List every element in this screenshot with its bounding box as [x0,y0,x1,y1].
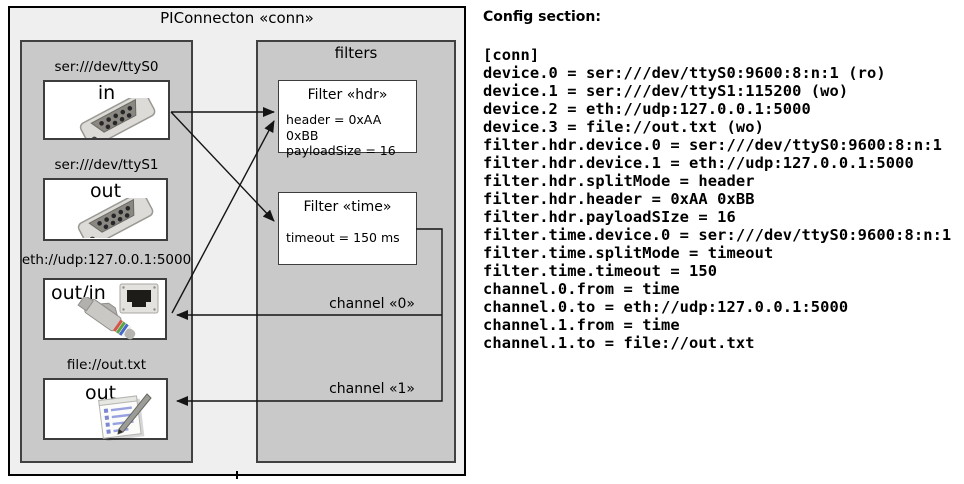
config-line: channel.1.from = time [483,316,680,334]
config-line: channel.0.from = time [483,280,680,298]
config-section: Config section: [conn] device.0 = ser://… [483,9,961,352]
port-label: in [97,82,116,104]
config-line: channel.0.to = eth://udp:127.0.0.1:5000 [483,298,849,316]
port-label: out [85,382,117,404]
config-line: filter.hdr.payloadSIze = 16 [483,208,736,226]
config-line: filter.hdr.device.1 = eth://udp:127.0.0.… [483,154,914,172]
diagram-title: PIConnecton «conn» [160,9,314,27]
ethernet-plug-icon [77,297,136,340]
config-line: filter.time.splitMode = timeout [483,244,774,262]
config-line: device.2 = eth://udp:127.0.0.1:5000 [483,100,811,118]
filter-title: Filter «time» [303,199,392,215]
config-line: [conn] [483,46,540,64]
port-label: out/in [51,282,106,304]
device-label-eth: eth://udp:127.0.0.1:5000 [21,252,192,268]
config-line: filter.hdr.header = 0xAA 0xBB [483,190,755,208]
filter-property: payloadSize = 16 [286,143,396,158]
config-line: channel.1.to = file://out.txt [483,334,755,352]
filter-title: Filter «hdr» [307,87,388,103]
config-heading: Config section: [483,9,601,25]
device-label-ttys0: ser:///dev/ttyS0 [54,59,159,75]
filter-box-hdr: Filter «hdr» header = 0xAA 0xBB payloadS… [278,80,417,158]
device-box-ttys0: in [43,80,170,140]
port-label: out [89,180,122,202]
filter-property: timeout = 150 ms [286,230,400,245]
device-label-file: file://out.txt [66,357,147,373]
config-line: filter.time.timeout = 150 [483,262,718,280]
serial-connector-icon [77,198,154,238]
config-line: filter.hdr.splitMode = header [483,172,755,190]
serial-connector-icon [79,98,156,138]
filters-group-label: filters [334,44,378,62]
device-box-eth: out/in [43,278,167,340]
channel-1-label: channel «1» [329,381,415,397]
notepad-icon [98,393,152,441]
config-line: filter.time.device.0 = ser:///dev/ttyS0:… [483,226,952,244]
config-line: filter.hdr.device.0 = ser:///dev/ttyS0:9… [483,136,942,154]
channel-0-label: channel «0» [329,296,415,312]
config-lines: [conn] device.0 = ser:///dev/ttyS0:9600:… [483,46,961,352]
filter-property: header = 0xAA 0xBB [286,112,382,143]
ethernet-port-icon [119,283,159,314]
device-label-ttys1: ser:///dev/ttyS1 [54,157,159,173]
config-line: device.3 = file://out.txt (wo) [483,118,764,136]
device-box-ttys1: out [43,178,168,241]
frame-bottom-notch [236,471,238,479]
device-box-file: out [43,378,168,441]
config-line: device.1 = ser:///dev/ttyS1:115200 (wo) [483,82,849,100]
config-line: device.0 = ser:///dev/ttyS0:9600:8:n:1 (… [483,64,886,82]
filter-box-time: Filter «time» timeout = 150 ms [278,192,417,265]
